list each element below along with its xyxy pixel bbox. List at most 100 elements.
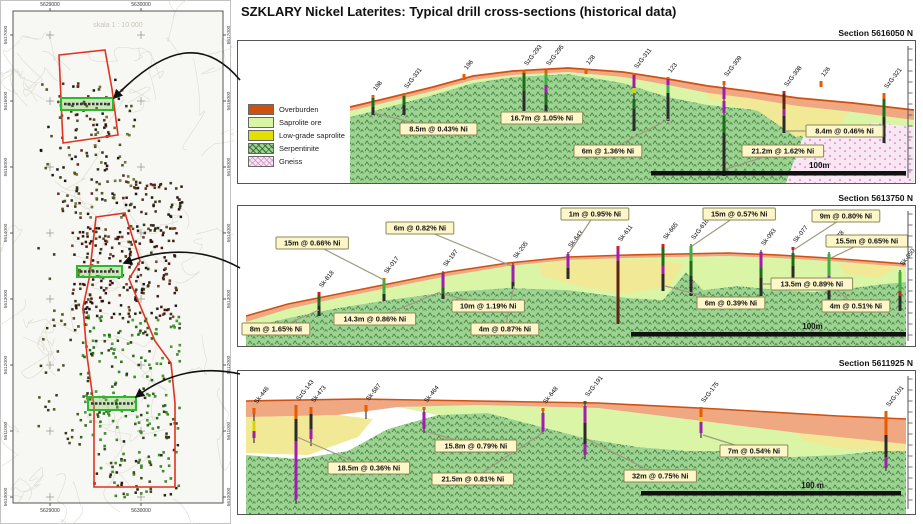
svg-text:15m @ 0.57% Ni: 15m @ 0.57% Ni bbox=[711, 210, 768, 219]
svg-text:13.5m @ 0.89% Ni: 13.5m @ 0.89% Ni bbox=[780, 280, 843, 289]
grade-annotation: 8m @ 1.65% Ni bbox=[241, 322, 311, 336]
hole-id-label: SzG-295 bbox=[545, 43, 566, 67]
grade-annotation: 6m @ 1.36% Ni bbox=[573, 144, 643, 158]
svg-text:16.7m @ 1.05% Ni: 16.7m @ 1.05% Ni bbox=[510, 114, 573, 123]
elevation-ruler bbox=[907, 376, 913, 509]
hole-id-label: Sk-017 bbox=[383, 255, 401, 275]
drill-hole: 126 bbox=[819, 65, 832, 87]
legend-item: Serpentinite bbox=[248, 143, 345, 154]
hole-id-label: 196 bbox=[463, 58, 475, 71]
legend-label: Gneiss bbox=[279, 157, 303, 166]
svg-text:5615000: 5615000 bbox=[3, 157, 9, 176]
svg-text:1m @ 0.95% Ni: 1m @ 0.95% Ni bbox=[569, 210, 621, 219]
svg-text:9m @ 0.80% Ni: 9m @ 0.80% Ni bbox=[820, 212, 872, 221]
svg-text:5630000: 5630000 bbox=[131, 2, 151, 8]
hole-id-label: Sk-205 bbox=[512, 240, 530, 260]
grade-annotation: 18.5m @ 0.36% Ni bbox=[327, 461, 411, 475]
legend-label: Saprolite ore bbox=[279, 118, 322, 127]
svg-text:5616000: 5616000 bbox=[226, 91, 232, 110]
grade-annotation: 32m @ 0.75% Ni bbox=[623, 469, 697, 483]
svg-text:15.5m @ 0.65% Ni: 15.5m @ 0.65% Ni bbox=[835, 237, 898, 246]
lgs-swatch bbox=[248, 130, 274, 141]
svg-text:6m @ 1.36% Ni: 6m @ 1.36% Ni bbox=[582, 147, 634, 156]
hole-id-label: Sk-093 bbox=[760, 227, 778, 247]
svg-text:5613000: 5613000 bbox=[226, 289, 232, 308]
grade-annotation: 15m @ 0.57% Ni bbox=[702, 207, 776, 221]
svg-text:4m @ 0.87% Ni: 4m @ 0.87% Ni bbox=[479, 325, 531, 334]
hole-id-label: SzG-308 bbox=[783, 64, 804, 88]
grade-annotation: 16.7m @ 1.05% Ni bbox=[500, 111, 584, 125]
annotations-layer: 8.5m @ 0.43% Ni 16.7m @ 1.05% Ni 6m @ 1.36… bbox=[373, 110, 884, 170]
geology-3 bbox=[245, 398, 907, 514]
hole-id-label: SzG-331 bbox=[403, 66, 424, 90]
section-2-title: Section 5613750 N bbox=[838, 193, 913, 203]
svg-text:100 m: 100 m bbox=[801, 481, 824, 490]
grade-annotation: 13.5m @ 0.89% Ni bbox=[770, 277, 854, 291]
grade-annotation: 6m @ 0.82% Ni bbox=[385, 221, 455, 235]
svg-text:5612000: 5612000 bbox=[3, 355, 9, 374]
svg-text:8.4m @ 0.46% Ni: 8.4m @ 0.46% Ni bbox=[815, 127, 874, 136]
svg-text:5610000: 5610000 bbox=[226, 487, 232, 506]
legend-item: Gneiss bbox=[248, 156, 345, 167]
annotations-layer: 18.5m @ 0.36% Ni 15.8m @ 0.79% Ni 21.5m @ … bbox=[296, 430, 789, 486]
svg-text:100m: 100m bbox=[802, 322, 822, 331]
drill-hole: SzG-143 bbox=[294, 378, 316, 504]
hole-id-label: 126 bbox=[820, 65, 832, 78]
svg-text:6m @ 0.82% Ni: 6m @ 0.82% Ni bbox=[394, 224, 446, 233]
geology-2 bbox=[245, 252, 907, 346]
svg-text:7m @ 0.54% Ni: 7m @ 0.54% Ni bbox=[728, 447, 780, 456]
svg-text:6m @ 0.39% Ni: 6m @ 0.39% Ni bbox=[705, 299, 757, 308]
gneiss-swatch bbox=[248, 156, 274, 167]
grade-annotation: 21.5m @ 0.81% Ni bbox=[431, 472, 515, 486]
overburden-swatch bbox=[248, 104, 274, 115]
elevation-ruler bbox=[907, 211, 913, 341]
hole-id-label: SzG-175 bbox=[700, 380, 721, 404]
hole-id-label: 123 bbox=[667, 61, 679, 74]
legend-item: Saprolite ore bbox=[248, 117, 345, 128]
svg-text:15.8m @ 0.79% Ni: 15.8m @ 0.79% Ni bbox=[444, 442, 507, 451]
grade-annotation: 4m @ 0.51% Ni bbox=[821, 299, 891, 313]
legend-item: Low-grade saprolite bbox=[248, 130, 345, 141]
elevation-ruler bbox=[907, 46, 913, 178]
svg-text:5614000: 5614000 bbox=[3, 223, 9, 242]
section-3-title: Section 5611925 N bbox=[838, 358, 913, 368]
svg-text:5611000: 5611000 bbox=[226, 422, 232, 441]
hole-id-label: Sk-650 bbox=[899, 247, 915, 267]
hole-id-label: SzG-616 bbox=[690, 217, 711, 241]
legend-item: Overburden bbox=[248, 104, 345, 115]
svg-text:32m @ 0.75% Ni: 32m @ 0.75% Ni bbox=[632, 472, 689, 481]
serp-swatch bbox=[248, 143, 274, 154]
legend-label: Serpentinite bbox=[279, 144, 320, 153]
geology-1 bbox=[349, 67, 915, 183]
hole-id-label: SzG-293 bbox=[523, 43, 544, 67]
svg-text:5610000: 5610000 bbox=[3, 487, 9, 506]
svg-text:5614000: 5614000 bbox=[226, 223, 232, 242]
figure-title: SZKLARY Nickel Laterites: Typical drill … bbox=[241, 4, 677, 19]
svg-text:21.5m @ 0.81% Ni: 21.5m @ 0.81% Ni bbox=[441, 475, 504, 484]
legend-label: Overburden bbox=[279, 105, 319, 114]
ore-swatch bbox=[248, 117, 274, 128]
svg-text:8.5m @ 0.43% Ni: 8.5m @ 0.43% Ni bbox=[409, 125, 468, 134]
grade-annotation: 9m @ 0.80% Ni bbox=[811, 209, 881, 223]
svg-text:100m: 100m bbox=[809, 161, 829, 170]
grade-annotation: 4m @ 0.87% Ni bbox=[470, 322, 540, 336]
section-line-marker bbox=[87, 396, 137, 411]
drill-hole: Sk-650 bbox=[898, 247, 915, 311]
svg-text:8m @ 1.65% Ni: 8m @ 1.65% Ni bbox=[250, 325, 302, 334]
hole-id-label: SzG-101 bbox=[885, 384, 906, 408]
svg-text:14.3m @ 0.86% Ni: 14.3m @ 0.86% Ni bbox=[343, 315, 406, 324]
section-1-title: Section 5616050 N bbox=[838, 28, 913, 38]
svg-text:5611000: 5611000 bbox=[3, 422, 9, 441]
hole-id-label: SzG-191 bbox=[584, 374, 605, 398]
grade-annotation: 7m @ 0.54% Ni bbox=[719, 444, 789, 458]
svg-text:5616000: 5616000 bbox=[3, 91, 9, 110]
grade-annotation: 10m @ 1.19% Ni bbox=[451, 299, 525, 313]
grade-annotation: 15.8m @ 0.79% Ni bbox=[434, 439, 518, 453]
